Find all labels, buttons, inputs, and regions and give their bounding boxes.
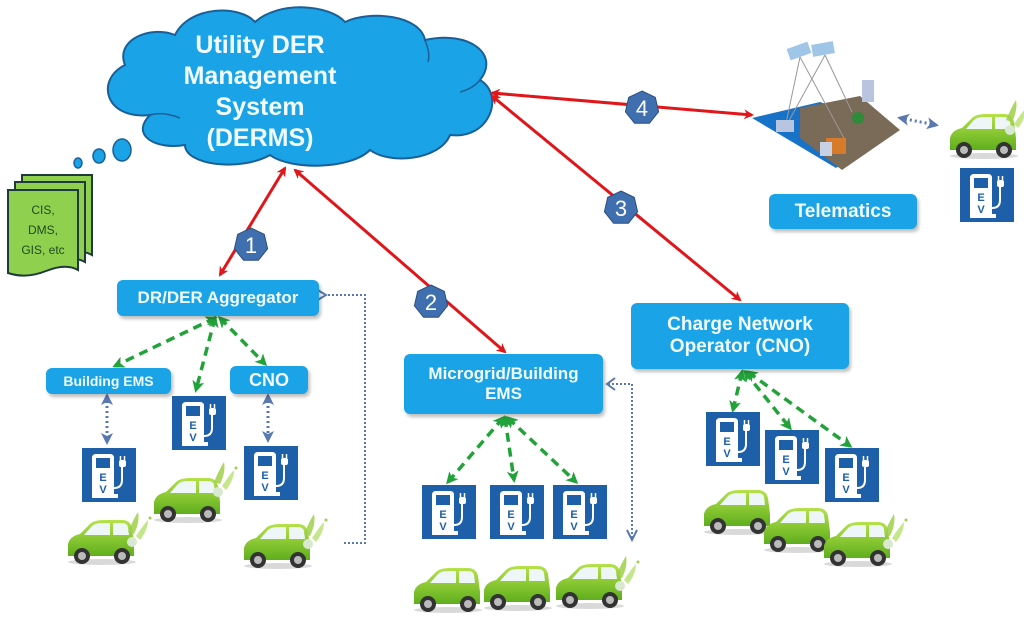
telematics-to-car [897,113,939,130]
data-sources-docs [7,174,93,277]
ev-car-icon [824,522,892,567]
node-cno: CNO [230,366,308,394]
link-4 [490,88,754,120]
derms-title-line: Management System [183,62,337,121]
car-to-aggregator-feedback [315,288,366,544]
ev-car-icon [704,490,772,535]
ev-charger-icon [705,411,761,467]
badge-2: 2 [413,284,449,318]
node-telematics: Telematics [769,194,917,229]
svg-text:2: 2 [425,290,437,315]
node-label: DR/DER Aggregator [137,288,299,308]
telematics-illustration [752,41,900,170]
node-label: Building EMS [63,372,154,389]
ev-charger-icon [489,484,545,540]
badge-3: 3 [603,190,639,224]
ev-charger-icon [171,395,227,451]
leaf-exhaust-icon [1005,100,1024,135]
node-dr-der-aggregator: DR/DER Aggregator [117,280,319,316]
node-label: Telematics [794,200,892,222]
ev-car-icon [244,524,312,569]
microgrid-feedback-chevron [605,377,616,391]
svg-text:1: 1 [245,233,257,258]
leaf-exhaust-icon [213,462,238,497]
cno-to-ev-3 [745,370,853,448]
thought-bubble [112,138,132,162]
ev-charger-icon [81,447,137,503]
ev-charger-icon [959,167,1015,223]
node-label: Microgrid/Building [428,364,579,384]
badge-4: 4 [624,90,660,124]
leaf-exhaust-icon [127,512,152,547]
node-label: EMS [485,384,522,403]
agg-to-ev-charger [192,315,219,393]
thought-bubble [92,148,106,164]
ev-charger-icon [421,484,477,540]
derms-title-line: Utility DER [195,31,325,59]
ev-car-icon [764,508,832,553]
link-1 [218,166,287,277]
node-label: Operator (CNO) [669,336,811,357]
microgrid-to-ev-1 [446,415,505,485]
link-2 [293,168,507,354]
svg-text:3: 3 [615,196,627,221]
derms-title-line: (DERMS) [206,124,314,152]
derms-cloud [73,6,494,169]
microgrid-feedback-arrowhead [626,529,638,543]
node-label: CNO [249,369,289,390]
ev-charger-icon [243,445,299,501]
ev-car-icon [414,568,482,613]
microgrid-to-ev-2 [500,415,519,483]
leaf-exhaust-icon [883,514,908,549]
agg-to-cno [217,315,268,367]
microgrid-to-ev-3 [505,415,579,485]
ev-charger-icon [552,484,608,540]
cno-to-ev-1 [729,369,746,413]
badge-1: 1 [233,227,269,261]
leaf-exhaust-icon [615,556,640,591]
agg-to-building-ems [112,316,218,368]
ev-charger-icon [764,429,820,485]
ev-charger-icon [824,447,880,503]
ev-car-icon [556,564,624,609]
node-label: Charge Network [667,314,813,336]
thought-bubble [73,157,83,169]
ev-car-icon [154,478,222,523]
data-sources-label: CIS, DMS, GIS, etc [12,200,74,260]
data-source-item: DMS, [28,223,58,237]
node-charge-network-operator: Charge Network Operator (CNO) [631,303,849,369]
data-source-item: GIS, etc [21,243,65,257]
leaf-exhaust-icon [303,514,328,549]
ev-car-icon [484,566,552,611]
node-microgrid-building-ems: Microgrid/Building EMS [404,354,603,414]
microgrid-to-car-feedback [608,383,633,540]
data-source-item: CIS, [31,203,55,217]
derms-title: Utility DER Management System (DERMS) [140,30,380,154]
node-building-ems: Building EMS [46,368,171,394]
ev-car-icon [68,520,136,565]
svg-text:4: 4 [636,96,648,121]
ev-car-icon [950,114,1018,159]
